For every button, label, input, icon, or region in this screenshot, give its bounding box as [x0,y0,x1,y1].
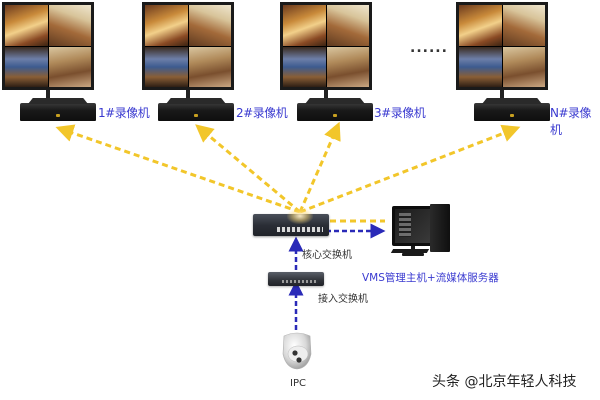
ipc-label: IPC [290,378,306,389]
recorder-label: 1#录像机 [98,106,150,120]
monitor-2 [142,2,234,90]
core-switch-icon [253,208,329,236]
nvr-icon [158,103,234,121]
nvr-icon [297,103,373,121]
monitor-3 [280,2,372,90]
vms-server-label: VMS管理主机+流媒体服务器 [362,272,499,284]
link-to-recorder-1 [55,124,301,214]
recorder-label: 3#录像机 [374,106,426,120]
core-switch-label: 核心交换机 [302,250,352,261]
monitor-1 [2,2,94,90]
link-to-recorder-2 [195,124,301,214]
nvr-icon [474,103,550,121]
recorder-label: N#录像机 [550,106,592,137]
nvr-icon [20,103,96,121]
access-switch-label: 接入交换机 [318,294,368,305]
access-switch-icon [268,272,324,286]
link-to-recorder-n [299,124,521,214]
link-to-recorder-3 [298,121,341,213]
recorder-label: 2#录像机 [236,106,288,120]
dome-camera-icon [282,332,312,370]
monitor-n [456,2,548,90]
watermark: 头条 @北京年轻人科技 [432,374,577,390]
ellipsis: ...... [410,40,448,56]
